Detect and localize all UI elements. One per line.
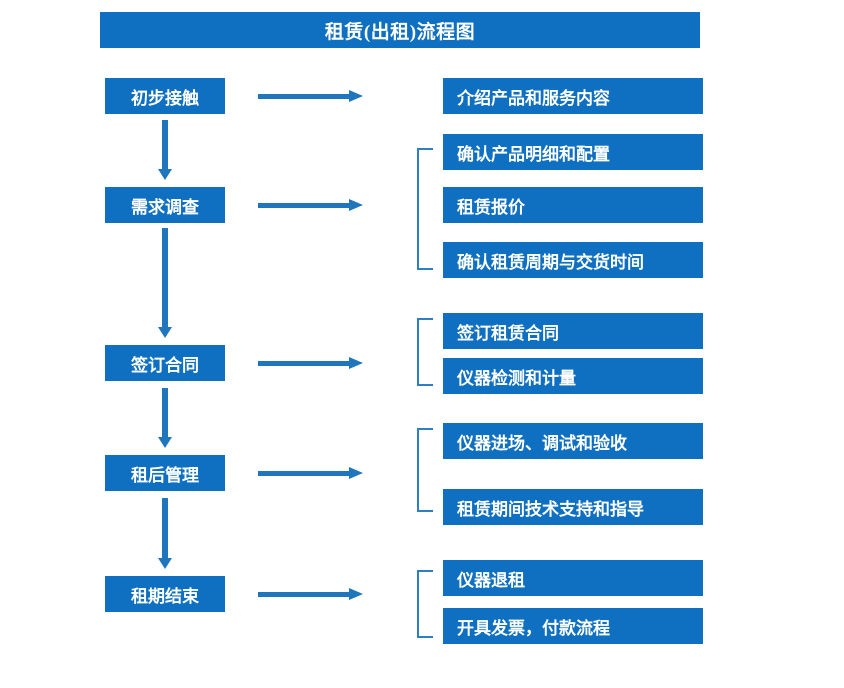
task-box-sign-rental-contract[interactable]: 签订租赁合同 [443, 313, 703, 349]
stage-box-post-rental-management[interactable]: 租后管理 [105, 455, 225, 491]
stage-box-rental-end[interactable]: 租期结束 [105, 576, 225, 612]
task-box-confirm-rental-period[interactable]: 确认租赁周期与交货时间 [443, 242, 703, 278]
task-box-instrument-entry-commission[interactable]: 仪器进场、调试和验收 [443, 423, 703, 459]
group-bracket-icon-post-rental [417, 428, 433, 512]
task-box-invoice-payment[interactable]: 开具发票，付款流程 [443, 608, 703, 644]
down-arrow-icon-3 [158, 388, 172, 448]
down-arrow-icon-2 [158, 228, 172, 338]
stage-box-sign-contract[interactable]: 签订合同 [105, 345, 225, 381]
task-box-technical-support[interactable]: 租赁期间技术支持和指导 [443, 489, 703, 525]
down-arrow-icon-4 [158, 498, 172, 569]
task-box-rental-quotation[interactable]: 租赁报价 [443, 187, 703, 223]
task-box-instrument-inspection[interactable]: 仪器检测和计量 [443, 358, 703, 394]
right-arrow-icon-5 [258, 588, 363, 600]
task-box-instrument-return[interactable]: 仪器退租 [443, 560, 703, 596]
right-arrow-icon-3 [258, 357, 363, 369]
task-box-confirm-product-details[interactable]: 确认产品明细和配置 [443, 134, 703, 170]
group-bracket-icon-demand-survey [417, 148, 433, 270]
right-arrow-icon-2 [258, 199, 363, 211]
group-bracket-icon-sign-contract [417, 318, 433, 386]
stage-box-demand-survey[interactable]: 需求调查 [105, 187, 225, 223]
task-box-introduce-products[interactable]: 介绍产品和服务内容 [443, 78, 703, 114]
right-arrow-icon-1 [258, 90, 363, 102]
right-arrow-icon-4 [258, 467, 363, 479]
page-title: 租赁(出租)流程图 [100, 12, 700, 48]
group-bracket-icon-rental-end [417, 570, 433, 638]
down-arrow-icon-1 [158, 120, 172, 180]
stage-box-initial-contact[interactable]: 初步接触 [105, 78, 225, 114]
